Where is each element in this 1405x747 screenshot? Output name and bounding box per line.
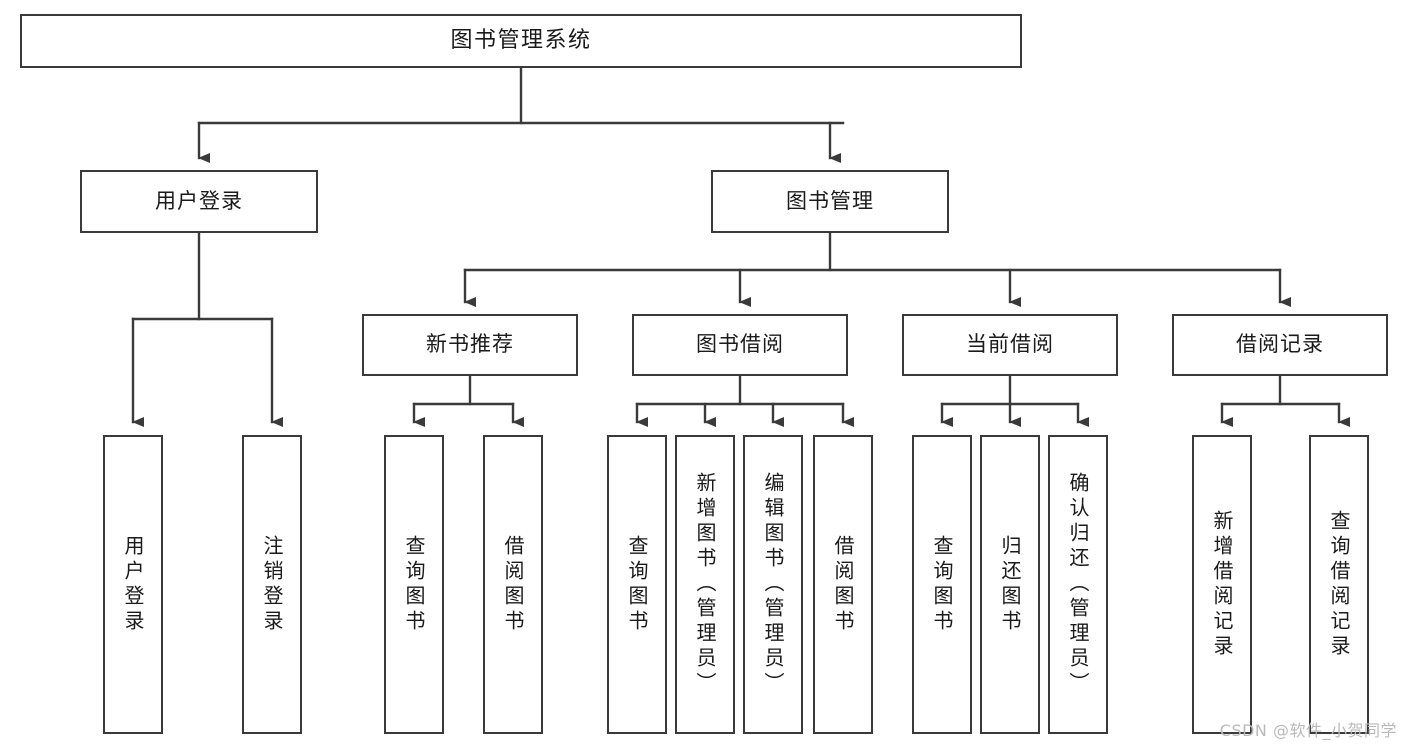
leaf-borrow-book-new[interactable]: 借阅图书 (483, 435, 543, 734)
leaf-logout[interactable]: 注销登录 (242, 435, 302, 734)
leaf-edit-book-admin[interactable]: 编辑图书（管理员） (743, 435, 803, 734)
node-book-management-system[interactable]: 图书管理系统 (20, 14, 1022, 68)
leaf-user-login[interactable]: 用户登录 (103, 435, 163, 734)
leaf-return-book[interactable]: 归还图书 (980, 435, 1040, 734)
node-label: 用户登录 (155, 188, 243, 213)
node-label: 新增图书（管理员） (693, 472, 717, 697)
leaf-borrow-book-borrow[interactable]: 借阅图书 (813, 435, 873, 734)
node-book-manage[interactable]: 图书管理 (711, 170, 949, 233)
node-label: 注销登录 (260, 534, 284, 635)
node-label: 新增借阅记录 (1210, 509, 1234, 660)
node-book-borrow[interactable]: 图书借阅 (632, 314, 848, 376)
node-label: 图书借阅 (696, 332, 784, 357)
node-label: 借阅图书 (831, 534, 855, 635)
leaf-query-borrow-record[interactable]: 查询借阅记录 (1309, 435, 1369, 734)
node-label: 图书管理系统 (450, 27, 592, 53)
node-user-login[interactable]: 用户登录 (80, 170, 318, 233)
node-new-book-recommendation[interactable]: 新书推荐 (362, 314, 578, 376)
node-label: 借阅图书 (501, 534, 525, 635)
node-label: 图书管理 (786, 188, 874, 213)
node-label: 查询图书 (402, 534, 426, 635)
node-borrow-record[interactable]: 借阅记录 (1172, 314, 1388, 376)
node-label: 新书推荐 (426, 332, 514, 357)
node-label: 查询借阅记录 (1327, 509, 1351, 660)
node-current-borrow[interactable]: 当前借阅 (902, 314, 1118, 376)
leaf-confirm-return-admin[interactable]: 确认归还（管理员） (1048, 435, 1108, 734)
leaf-query-book-new[interactable]: 查询图书 (384, 435, 444, 734)
node-label: 确认归还（管理员） (1066, 472, 1090, 697)
node-label: 归还图书 (998, 534, 1022, 635)
node-label: 编辑图书（管理员） (761, 472, 785, 697)
leaf-add-borrow-record[interactable]: 新增借阅记录 (1192, 435, 1252, 734)
leaf-add-book-admin[interactable]: 新增图书（管理员） (675, 435, 735, 734)
node-label: 用户登录 (121, 534, 145, 635)
node-label: 查询图书 (625, 534, 649, 635)
node-label: 当前借阅 (966, 332, 1054, 357)
node-label: 借阅记录 (1236, 332, 1324, 357)
node-label: 查询图书 (930, 534, 954, 635)
leaf-query-book-current[interactable]: 查询图书 (912, 435, 972, 734)
leaf-query-book-borrow[interactable]: 查询图书 (607, 435, 667, 734)
